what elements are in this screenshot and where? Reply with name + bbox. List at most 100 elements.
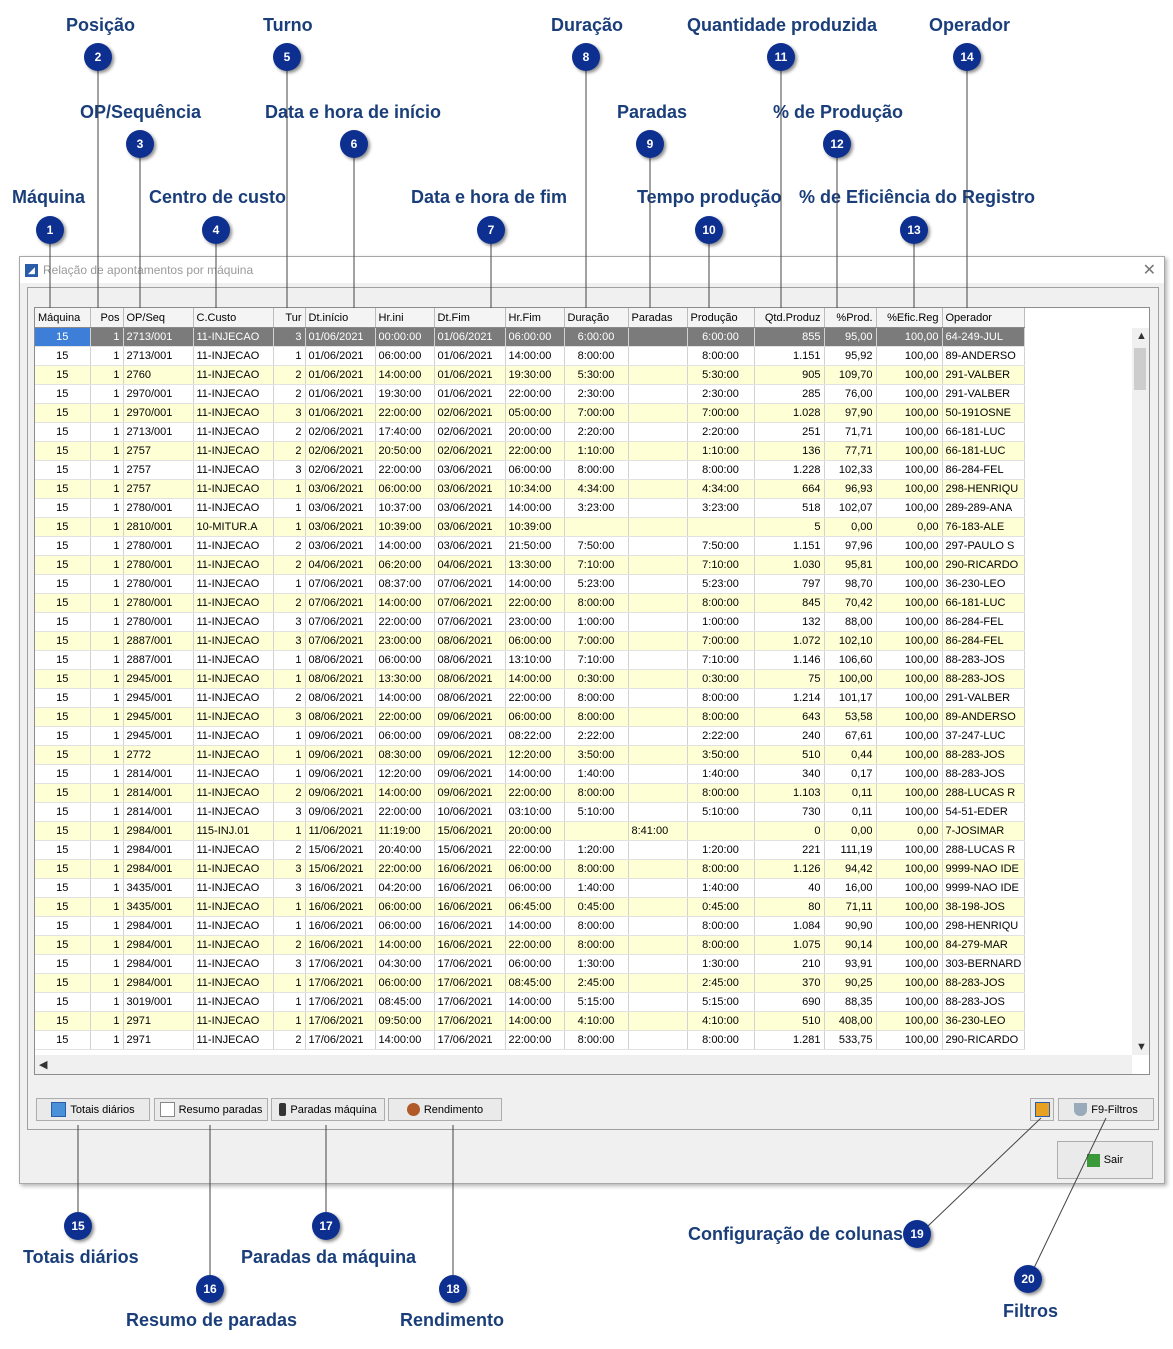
table-cell [628, 384, 688, 404]
table-cell: 7:00:00 [564, 403, 629, 423]
horizontal-scrollbar[interactable]: ◀ [35, 1055, 1132, 1074]
column-header[interactable]: Dt.Fim [434, 308, 506, 328]
column-header[interactable]: Qtd.Produz [754, 308, 825, 328]
scroll-left-icon[interactable]: ◀ [39, 1059, 48, 1071]
table-cell: 09/06/2021 [305, 764, 376, 784]
table-cell: 1.228 [754, 460, 825, 480]
column-header[interactable]: Máquina [35, 308, 91, 328]
table-cell: 2945/001 [123, 688, 194, 708]
table-cell: 1:30:00 [687, 954, 755, 974]
column-header[interactable]: %Efic.Reg [876, 308, 943, 328]
table-cell: 1 [273, 517, 306, 537]
column-header[interactable]: %Prod. [824, 308, 877, 328]
vertical-scrollbar[interactable]: ▲ ▼ [1132, 328, 1149, 1055]
close-icon[interactable]: ✕ [1142, 262, 1156, 279]
callout-badge-14: 14 [953, 43, 981, 71]
table-cell: 291-VALBER [942, 365, 1026, 385]
table-cell: 06:00:00 [375, 726, 435, 746]
column-header[interactable]: Tur [273, 308, 306, 328]
scroll-down-icon[interactable]: ▼ [1136, 1041, 1147, 1053]
table-cell: 1:40:00 [564, 878, 629, 898]
column-header[interactable]: OP/Seq [123, 308, 194, 328]
table-cell: 7:10:00 [687, 650, 755, 670]
column-header[interactable]: Produção [687, 308, 755, 328]
table-cell: 2757 [123, 441, 194, 461]
scroll-up-icon[interactable]: ▲ [1136, 330, 1147, 342]
f9-filtros-button[interactable]: F9-Filtros [1058, 1098, 1154, 1121]
column-header[interactable]: Paradas [628, 308, 688, 328]
column-header[interactable]: Pos [90, 308, 124, 328]
table-cell: 100,00 [824, 669, 877, 689]
table-cell: 100,00 [876, 327, 943, 347]
column-header[interactable]: Hr.ini [375, 308, 435, 328]
column-header[interactable]: Hr.Fim [505, 308, 565, 328]
column-header[interactable]: Operador [942, 308, 1026, 328]
table-cell: 11-INJECAO [193, 745, 274, 765]
table-cell: 3:50:00 [687, 745, 755, 765]
column-header[interactable]: C.Custo [193, 308, 274, 328]
table-cell: 06:00:00 [375, 479, 435, 499]
table-cell: 1 [273, 745, 306, 765]
rendimento-label: Rendimento [423, 1103, 484, 1116]
sair-button[interactable]: Sair [1057, 1141, 1153, 1179]
table-cell: 11-INJECAO [193, 954, 274, 974]
column-header[interactable]: Dt.início [305, 308, 376, 328]
callout-label-pprod: % de Produção [773, 102, 904, 122]
scroll-thumb[interactable] [1134, 348, 1146, 390]
table-cell: 03/06/2021 [305, 498, 376, 518]
totais-diarios-button[interactable]: Totais diários [36, 1098, 150, 1121]
table-cell [628, 878, 688, 898]
table-cell: 1 [90, 783, 124, 803]
table-cell: 11-INJECAO [193, 992, 274, 1012]
rendimento-button[interactable]: Rendimento [388, 1098, 502, 1121]
resumo-paradas-button[interactable]: Resumo paradas [154, 1098, 268, 1121]
paradas-maquina-button[interactable]: Paradas máquina [271, 1098, 385, 1121]
table-cell: 1.103 [754, 783, 825, 803]
table-cell [628, 954, 688, 974]
column-config-button[interactable] [1030, 1098, 1054, 1121]
callout-badge-7: 7 [477, 216, 505, 244]
table-cell: 1.084 [754, 916, 825, 936]
column-header[interactable]: Duração [564, 308, 629, 328]
table-cell: 1 [90, 821, 124, 841]
table-cell: 3 [273, 878, 306, 898]
